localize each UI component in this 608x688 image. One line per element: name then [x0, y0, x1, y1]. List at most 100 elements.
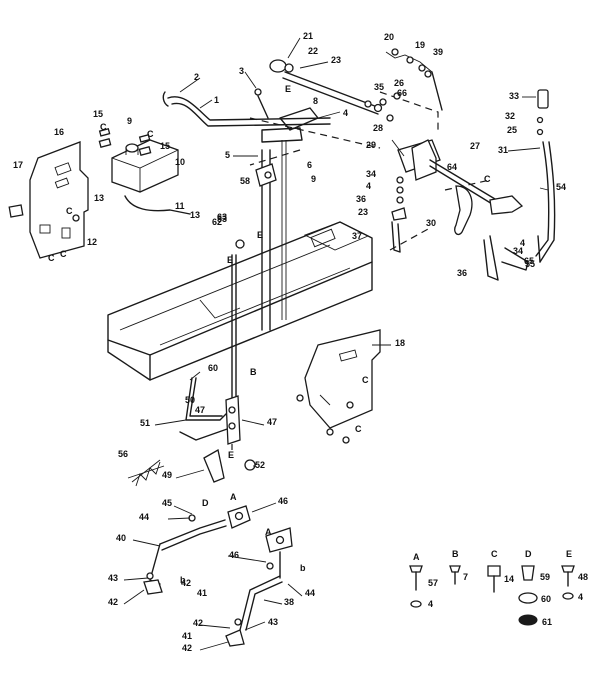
callout-21: 21	[303, 31, 313, 41]
callout-13b: 13	[190, 210, 200, 220]
callout-63: 63	[217, 212, 227, 222]
letter-b-2: b	[300, 563, 306, 573]
key-part-a: 57	[428, 578, 438, 588]
callout-54: 54	[556, 182, 566, 192]
letter-e-4: E	[228, 450, 234, 460]
callout-66: 66	[397, 88, 407, 98]
callout-40: 40	[116, 533, 126, 543]
callout-34b: 34	[513, 246, 523, 256]
letter-b-3: b	[180, 575, 186, 585]
callout-30: 30	[426, 218, 436, 228]
callout-4c: 4	[520, 238, 525, 248]
lower-linkage	[127, 377, 256, 487]
callout-65: 65	[524, 256, 534, 266]
callout-28: 28	[373, 123, 383, 133]
hardware-key	[409, 565, 575, 626]
letter-c-8: C	[355, 424, 362, 434]
key-part-d: 59	[540, 572, 550, 582]
letter-e-3: E	[227, 255, 233, 265]
key-washer-e: 4	[578, 592, 583, 602]
callout-42c: 42	[193, 618, 203, 628]
callout-33: 33	[509, 91, 519, 101]
callout-8: 8	[313, 96, 318, 106]
callout-34: 34	[366, 169, 376, 179]
callout-60: 60	[208, 363, 218, 373]
callout-1: 1	[214, 95, 219, 105]
chassis-frame	[107, 221, 373, 381]
control-box	[98, 127, 191, 215]
callout-29: 29	[366, 140, 376, 150]
callout-9b: 9	[311, 174, 316, 184]
callout-44a: 44	[139, 512, 149, 522]
key-washer-d: 60	[541, 594, 551, 604]
callout-47b: 47	[267, 417, 277, 427]
callout-23: 23	[331, 55, 341, 65]
callout-39: 39	[433, 47, 443, 57]
letter-c-6: C	[484, 174, 491, 184]
letter-c-7: C	[362, 375, 369, 385]
letter-e-1: E	[285, 84, 291, 94]
callout-6: 6	[307, 160, 312, 170]
callout-20: 20	[384, 32, 394, 42]
key-washer-a: 4	[428, 599, 433, 609]
callout-35: 35	[374, 82, 384, 92]
letter-c-1: C	[48, 253, 55, 263]
key-letter-c: C	[491, 549, 498, 559]
left-panel	[8, 141, 89, 259]
callout-64: 64	[447, 162, 457, 172]
callout-45: 45	[162, 498, 172, 508]
callout-49: 49	[162, 470, 172, 480]
callout-42b: 42	[108, 597, 118, 607]
key-part-e: 48	[578, 572, 588, 582]
letter-c-5: C	[147, 129, 154, 139]
callout-31: 31	[498, 145, 508, 155]
callout-15b: 15	[160, 141, 170, 151]
letter-c-4: C	[100, 122, 107, 132]
callout-4: 4	[343, 108, 348, 118]
callout-47a: 47	[195, 405, 205, 415]
letter-c-3: C	[66, 206, 73, 216]
letter-a-1: A	[230, 492, 237, 502]
callout-56: 56	[118, 449, 128, 459]
callout-42d: 42	[182, 643, 192, 653]
callout-36b: 36	[457, 268, 467, 278]
callout-42a: 42	[181, 578, 191, 588]
leader-lines	[123, 37, 549, 651]
lift-handle	[162, 88, 331, 143]
letter-d-1: D	[202, 498, 209, 508]
letter-e-2: E	[257, 230, 263, 240]
callout-46b: 46	[229, 550, 239, 560]
key-letter-e: E	[566, 549, 572, 559]
callout-26: 26	[394, 78, 404, 88]
bottom-levers	[143, 505, 293, 647]
callout-52: 52	[255, 460, 265, 470]
callout-41a: 41	[197, 588, 207, 598]
callout-22: 22	[308, 46, 318, 56]
callout-41b: 41	[182, 631, 192, 641]
callout-51: 51	[140, 418, 150, 428]
callout-43b: 43	[268, 617, 278, 627]
shaft-assembly	[269, 59, 383, 115]
callout-46a: 46	[278, 496, 288, 506]
callout-55: 55	[525, 259, 535, 269]
callout-38: 38	[284, 597, 294, 607]
callout-32: 32	[505, 111, 515, 121]
callout-27: 27	[470, 141, 480, 151]
right-assembly	[235, 48, 556, 281]
key-letter-b: B	[452, 549, 459, 559]
callout-62: 62	[212, 217, 222, 227]
callout-19: 19	[415, 40, 425, 50]
callout-10: 10	[175, 157, 185, 167]
callout-4b: 4	[366, 181, 371, 191]
callout-18: 18	[395, 338, 405, 348]
callout-12: 12	[87, 237, 97, 247]
callout-44b: 44	[305, 588, 315, 598]
callout-2: 2	[194, 72, 199, 82]
callout-37: 37	[352, 231, 362, 241]
letter-a-2: A	[265, 527, 272, 537]
callout-11: 11	[175, 201, 185, 211]
callout-50: 50	[185, 395, 195, 405]
callout-43a: 43	[108, 573, 118, 583]
callout-labels: 1 2 3 4 5 6 8 9 9 10 11 12 13 13 15 15 1…	[13, 31, 566, 653]
